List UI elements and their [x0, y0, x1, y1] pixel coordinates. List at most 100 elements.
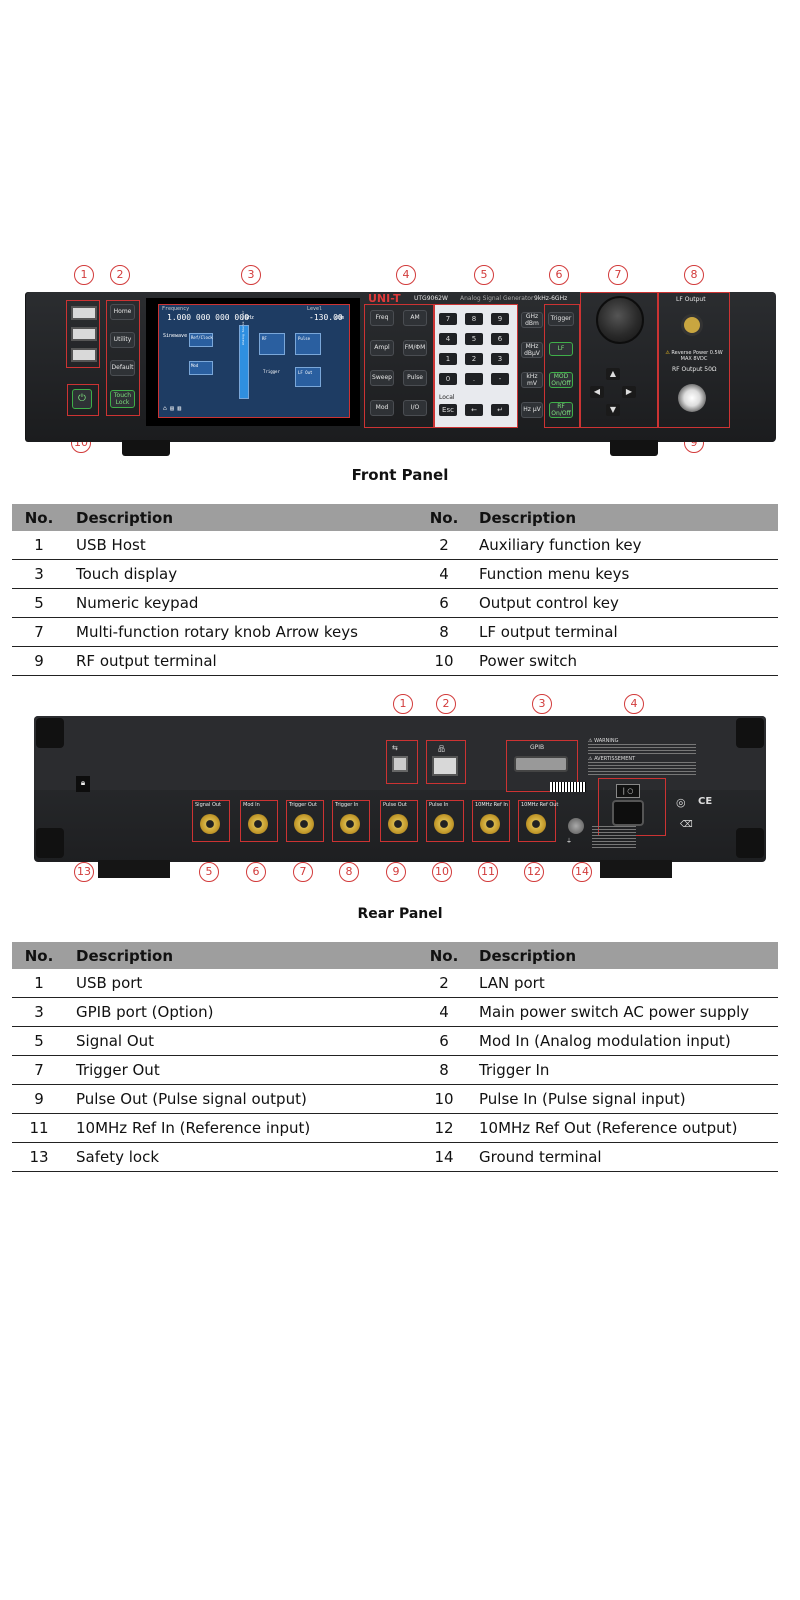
row-number: 4 [419, 559, 469, 589]
row-description: Trigger In [469, 1055, 778, 1085]
ampl-key[interactable]: Ampl [370, 340, 394, 356]
bnc-connector[interactable] [526, 814, 546, 834]
row-number: 6 [419, 588, 469, 618]
row-description: Auxiliary function key [469, 531, 778, 560]
arrow-left-icon[interactable]: ◀ [590, 386, 604, 398]
fm-key[interactable]: FM/ΦM [403, 340, 427, 356]
warning-title: ⚠ WARNING [588, 738, 619, 744]
row-number: 8 [419, 617, 469, 647]
num-key-dot[interactable]: . [465, 373, 483, 385]
rear-panel-caption: Rear Panel [357, 906, 443, 922]
lcd-block[interactable]: LF Out [295, 367, 321, 387]
unit-key-ghz[interactable]: GHz dBm [521, 312, 543, 328]
rf-output-connector[interactable] [678, 384, 706, 412]
power-switch[interactable]: ⏻ [72, 389, 92, 409]
lf-key[interactable]: LF [549, 342, 573, 356]
row-number: 2 [419, 531, 469, 560]
header-no: No. [419, 942, 469, 969]
bnc-connector[interactable] [480, 814, 500, 834]
bnc-connector-label: 10MHz Ref In [475, 802, 508, 808]
sweep-key[interactable]: Sweep [370, 370, 394, 386]
num-key-7[interactable]: 7 [439, 313, 457, 325]
rf-on-off-key[interactable]: RF On/Off [549, 402, 573, 418]
lcd-block[interactable]: Ref/Clock [189, 333, 213, 347]
output-terminals-group [658, 292, 730, 428]
backspace-key[interactable]: ← [465, 404, 483, 416]
unit-key-hz[interactable]: Hz µV [521, 402, 543, 418]
avertissement-title: ⚠ AVERTISSEMENT [588, 756, 636, 762]
row-description: Trigger Out [66, 1055, 419, 1085]
safety-lock-slot[interactable]: 🔒︎ [76, 776, 90, 792]
bnc-connector[interactable] [388, 814, 408, 834]
rotary-knob[interactable] [596, 296, 644, 344]
esc-key[interactable]: Esc [439, 404, 457, 416]
power-icon: ⏻ [78, 393, 86, 404]
table-header-row: No. Description No. Description [12, 504, 778, 531]
lf-output-label: LF Output [676, 296, 706, 303]
touch-lock-key[interactable]: Touch Lock [110, 390, 135, 408]
usb-host-port[interactable] [71, 306, 97, 320]
front-callout-8: 8 [684, 265, 704, 285]
bnc-connector[interactable] [200, 814, 220, 834]
mod-key[interactable]: Mod [370, 400, 394, 416]
local-label: Local [439, 394, 455, 401]
default-key[interactable]: Default [110, 360, 135, 376]
rear-callout-10: 10 [432, 862, 452, 882]
lf-output-connector[interactable] [681, 314, 703, 336]
arrow-right-icon[interactable]: ▶ [622, 386, 636, 398]
unit-key-khz[interactable]: kHz mV [521, 372, 543, 388]
num-key-9[interactable]: 9 [491, 313, 509, 325]
enter-key[interactable]: ↵ [491, 404, 509, 416]
home-key[interactable]: Home [110, 304, 135, 320]
num-key-3[interactable]: 3 [491, 353, 509, 365]
ground-terminal[interactable] [568, 818, 584, 834]
rear-callout-11: 11 [478, 862, 498, 882]
bnc-connector[interactable] [340, 814, 360, 834]
row-number: 3 [12, 559, 66, 589]
rear-lan-port[interactable] [432, 756, 458, 776]
ce-mark-icon: CE [698, 796, 713, 807]
mod-on-off-key[interactable]: MOD On/Off [549, 372, 573, 388]
bnc-connector[interactable] [294, 814, 314, 834]
bnc-connector[interactable] [434, 814, 454, 834]
lcd-block[interactable]: Mod [189, 361, 213, 375]
num-key-0[interactable]: 0 [439, 373, 457, 385]
row-number: 12 [419, 1113, 469, 1143]
lcd-block[interactable]: RF [259, 333, 285, 355]
row-description: LF output terminal [469, 617, 778, 647]
num-key-8[interactable]: 8 [465, 313, 483, 325]
table-header-row: No. Description No. Description [12, 942, 778, 969]
usb-host-port[interactable] [71, 348, 97, 362]
bnc-connector[interactable] [248, 814, 268, 834]
am-key[interactable]: AM [403, 310, 427, 326]
lcd-block[interactable]: Pulse [295, 333, 321, 355]
num-key-6[interactable]: 6 [491, 333, 509, 345]
unit-key-mhz[interactable]: MHz dBµV [521, 342, 543, 358]
header-description: Description [469, 942, 778, 969]
num-key-2[interactable]: 2 [465, 353, 483, 365]
ac-power-inlet[interactable] [612, 800, 644, 826]
arrow-down-icon[interactable]: ▼ [606, 404, 620, 416]
num-key-1[interactable]: 1 [439, 353, 457, 365]
usb-host-port[interactable] [71, 327, 97, 341]
num-key-minus[interactable]: - [491, 373, 509, 385]
row-number: 2 [419, 969, 469, 998]
row-number: 14 [419, 1142, 469, 1172]
pulse-key[interactable]: Pulse [403, 370, 427, 386]
io-key[interactable]: I/O [403, 400, 427, 416]
num-key-4[interactable]: 4 [439, 333, 457, 345]
level-value: -130.00 [309, 313, 343, 322]
trigger-key[interactable]: Trigger [548, 312, 574, 326]
row-number: 11 [12, 1113, 66, 1143]
row-number: 10 [419, 1084, 469, 1114]
rear-usb-port[interactable] [392, 756, 408, 772]
lcd-block-label: Trigger [263, 369, 280, 374]
main-power-switch[interactable]: | ○ [616, 784, 640, 798]
arrow-up-icon[interactable]: ▲ [606, 368, 620, 380]
gpib-port[interactable] [514, 756, 568, 772]
freq-key[interactable]: Freq [370, 310, 394, 326]
row-description: Mod In (Analog modulation input) [469, 1026, 778, 1056]
utility-key[interactable]: Utility [110, 332, 135, 348]
num-key-5[interactable]: 5 [465, 333, 483, 345]
